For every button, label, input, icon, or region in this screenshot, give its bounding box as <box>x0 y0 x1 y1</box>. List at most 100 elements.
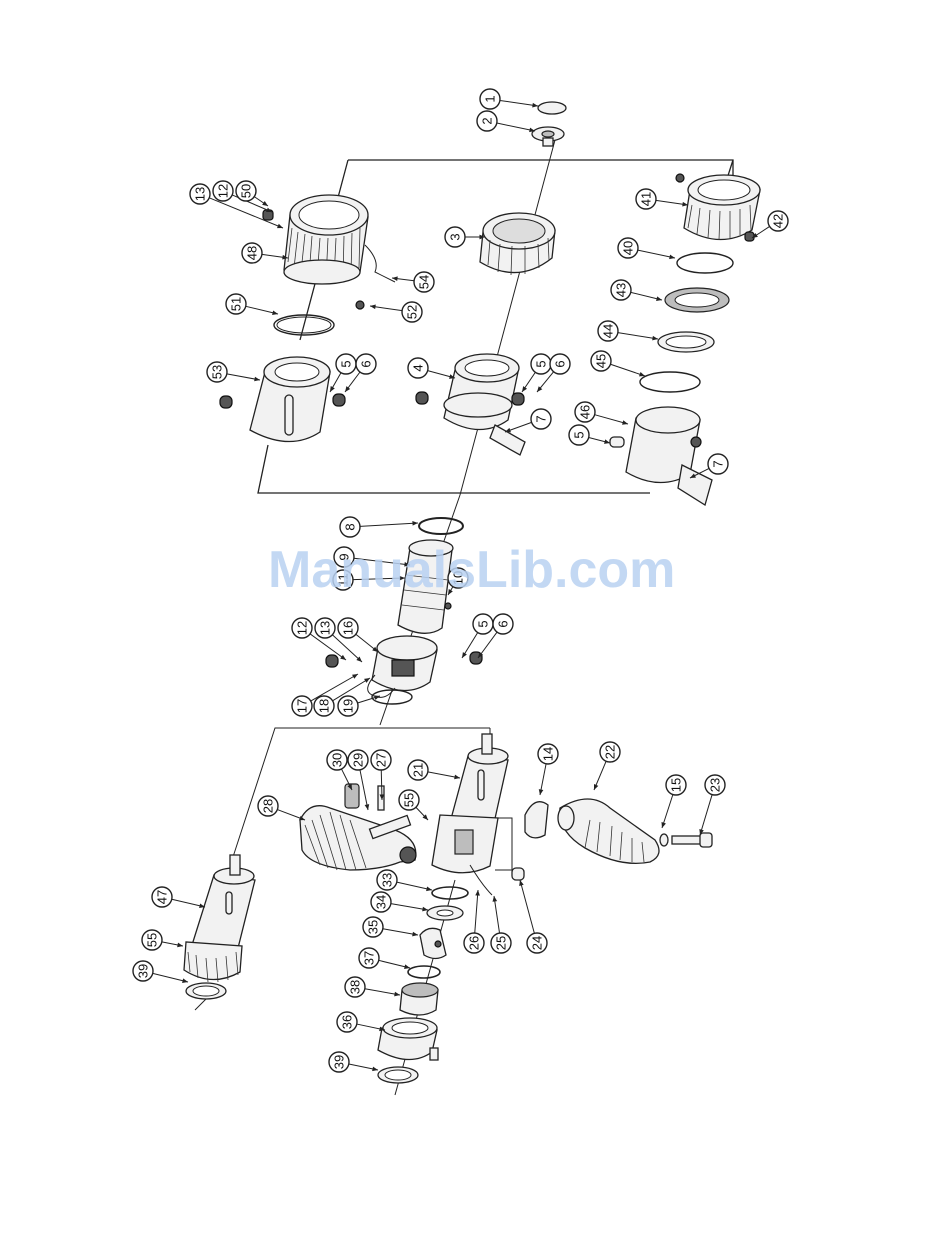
callout-c46: 46 <box>575 402 628 425</box>
callout-c1: 1 <box>480 89 538 109</box>
part-barrel-right <box>610 407 712 505</box>
part-gasket-39-left <box>186 983 226 999</box>
callout-number: 48 <box>245 246 260 260</box>
callout-c51: 51 <box>226 294 278 315</box>
callout-leader <box>391 904 428 910</box>
callout-number: 51 <box>229 297 244 311</box>
callout-c21: 21 <box>408 760 460 780</box>
callout-c38: 38 <box>345 977 400 997</box>
callout-c39b: 39 <box>133 961 188 983</box>
callout-arrowhead <box>462 652 467 658</box>
callout-c37: 37 <box>359 948 410 969</box>
part-pistol-grip-22 <box>558 799 659 863</box>
callout-arrowhead <box>177 943 183 948</box>
callout-arrowhead <box>412 932 418 937</box>
callout-c39a: 39 <box>329 1052 378 1072</box>
callout-arrowhead <box>370 304 376 309</box>
part-barrel-left <box>220 357 345 442</box>
callout-c42: 42 <box>752 211 788 238</box>
callout-arrowhead <box>652 336 658 341</box>
callout-c55b: 55 <box>142 930 183 950</box>
callout-number: 39 <box>136 964 151 978</box>
callout-c19: 19 <box>338 695 380 716</box>
callout-c40: 40 <box>618 238 675 259</box>
callout-leader <box>638 250 675 258</box>
part-handle-28 <box>300 784 416 870</box>
callout-c23: 23 <box>699 775 725 835</box>
callout-number: 54 <box>417 275 432 289</box>
callout-number: 29 <box>351 753 366 767</box>
callout-number: 45 <box>594 354 609 368</box>
callout-arrowhead <box>422 907 428 912</box>
callout-arrowhead <box>505 428 511 432</box>
callout-c33: 33 <box>377 870 432 891</box>
callout-number: 7 <box>711 460 726 467</box>
callout-c7a: 7 <box>505 409 551 432</box>
callout-number: 52 <box>405 305 420 319</box>
callout-number: 42 <box>771 214 786 228</box>
callout-number: 43 <box>614 283 629 297</box>
callout-arrowhead <box>522 386 527 392</box>
callout-number: 17 <box>295 699 310 713</box>
callout-number: 19 <box>341 699 356 713</box>
callout-number: 36 <box>340 1015 355 1029</box>
callout-arrowhead <box>454 775 460 780</box>
callout-number: 6 <box>553 360 568 367</box>
callout-number: 55 <box>402 793 417 807</box>
callout-c3: 3 <box>445 227 485 247</box>
callout-number: 18 <box>317 699 332 713</box>
callout-c5d: 5 <box>569 425 610 445</box>
callout-number: 12 <box>216 184 231 198</box>
callout-number: 5 <box>339 360 354 367</box>
callout-number: 13 <box>318 621 333 635</box>
callout-number: 26 <box>467 936 482 950</box>
callout-number: 22 <box>603 745 618 759</box>
callout-number: 41 <box>639 192 654 206</box>
callout-arrowhead <box>669 255 675 260</box>
callout-number: 53 <box>210 365 225 379</box>
callout-number: 25 <box>494 936 509 950</box>
callout-number: 16 <box>341 621 356 635</box>
part-shutoff-body-47 <box>184 855 255 982</box>
watermark-text: ManualsLib.com <box>268 540 675 600</box>
callout-arrowhead <box>365 804 370 810</box>
callout-c4: 4 <box>408 358 455 379</box>
callout-arrowhead <box>254 377 260 382</box>
part-ball-35 <box>420 928 446 958</box>
callout-leader <box>497 123 535 131</box>
part-seat-38 <box>400 983 438 1015</box>
callout-c50: 50 <box>236 181 268 206</box>
part-coupling-nut-36 <box>378 1018 438 1060</box>
callout-c54: 54 <box>392 272 434 292</box>
callout-arrowhead <box>372 1067 378 1072</box>
callout-number: 39 <box>332 1055 347 1069</box>
callout-c48: 48 <box>242 243 288 263</box>
callout-c45: 45 <box>591 351 645 376</box>
callout-c24: 24 <box>519 880 547 953</box>
callout-arrowhead <box>539 789 544 795</box>
part-gasket-39-bottom <box>378 1067 418 1083</box>
part-nozzle-head-smooth <box>480 213 555 275</box>
part-screw-23 <box>672 833 712 847</box>
part-knurled-head-right <box>676 174 760 241</box>
callout-leader <box>520 880 534 933</box>
part-washer-34 <box>427 906 463 920</box>
callout-c34: 34 <box>371 892 428 912</box>
callout-c25: 25 <box>491 896 511 953</box>
callout-number: 50 <box>239 184 254 198</box>
callout-leader <box>360 523 418 526</box>
callout-number: 47 <box>155 890 170 904</box>
callout-number: 38 <box>348 980 363 994</box>
part-oring-37 <box>408 966 440 978</box>
callout-c22: 22 <box>594 742 620 790</box>
part-washer-15 <box>660 834 668 846</box>
part-ring-8 <box>419 518 463 534</box>
callout-c41: 41 <box>636 189 688 209</box>
callout-number: 35 <box>366 920 381 934</box>
callout-number: 27 <box>374 753 389 767</box>
callout-number: 30 <box>330 753 345 767</box>
part-oring-45 <box>640 372 700 392</box>
callout-number: 55 <box>145 933 160 947</box>
callout-arrowhead <box>277 224 283 228</box>
callout-c8: 8 <box>340 517 418 537</box>
